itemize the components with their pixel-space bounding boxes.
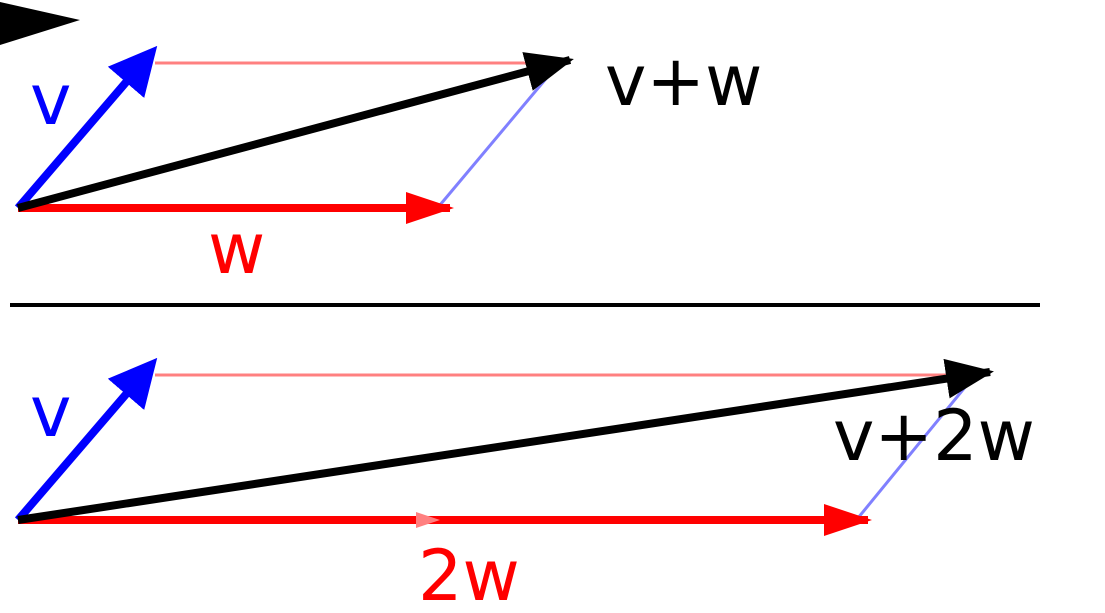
top-guide-v [438,61,562,206]
bottom-v-label: v [30,371,71,453]
bottom-w-midpoint-arrowhead [416,512,440,528]
bottom-v-arrow [14,357,158,523]
top-sum-arrow [16,52,574,212]
bottom-guide-v [856,374,977,519]
top-v-label: v [30,59,71,141]
top-panel: v w v+w [14,40,762,290]
bottom-panel: v 2w v+2w [14,357,1035,613]
top-v-arrow [14,45,158,211]
bottom-2w-label: 2w [418,535,520,613]
top-w-label: w [208,208,265,290]
top-sum-label: v+w [605,40,762,122]
cropped-arrowhead [0,2,80,45]
bottom-sum-arrow [17,358,994,524]
bottom-sum-label: v+2w [833,395,1035,477]
